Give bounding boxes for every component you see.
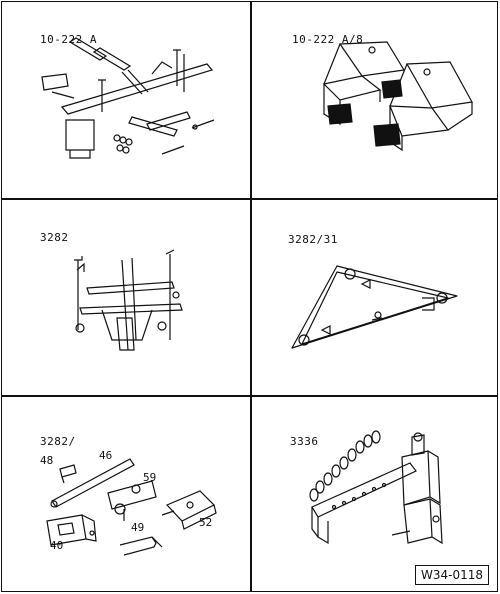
tool-number: 3336	[290, 435, 319, 448]
panel-10-222-a-8: 10-222 A/8	[252, 2, 499, 198]
part-number: 40	[50, 539, 64, 552]
grid-divider-row-1	[2, 198, 497, 200]
panel-3282-parts: 3282/ 48 46 59 40 49 52	[2, 397, 249, 593]
support-adapter-drawing	[322, 41, 473, 152]
chain-holder-drawing	[309, 430, 443, 545]
tool-number: 3282/	[40, 435, 76, 448]
grid-divider-row-2	[2, 395, 497, 397]
tool-number: 3282/31	[288, 233, 338, 246]
grid-divider-vertical	[250, 2, 252, 591]
figure-code: W34-0118	[414, 565, 489, 585]
part-number: 48	[40, 454, 54, 467]
panel-3282: 3282	[2, 200, 249, 396]
panel-10-222-a: 10-222 A	[2, 2, 249, 198]
adjustment-plate-drawing	[291, 265, 458, 349]
part-number: 59	[143, 471, 157, 484]
adapter-parts-drawing	[46, 458, 217, 556]
engine-support-bridge-drawing	[41, 37, 215, 159]
part-number: 46	[99, 449, 113, 462]
panel-3282-31: 3282/31	[252, 200, 499, 396]
part-number: 52	[199, 516, 213, 529]
tool-number: 3282	[40, 231, 69, 244]
transmission-support-fixture-drawing	[74, 249, 183, 351]
part-number: 49	[131, 521, 145, 534]
tool-number: 10-222 A	[40, 33, 97, 46]
panel-3336: 3336	[252, 397, 499, 593]
tool-number: 10-222 A/8	[292, 33, 364, 46]
